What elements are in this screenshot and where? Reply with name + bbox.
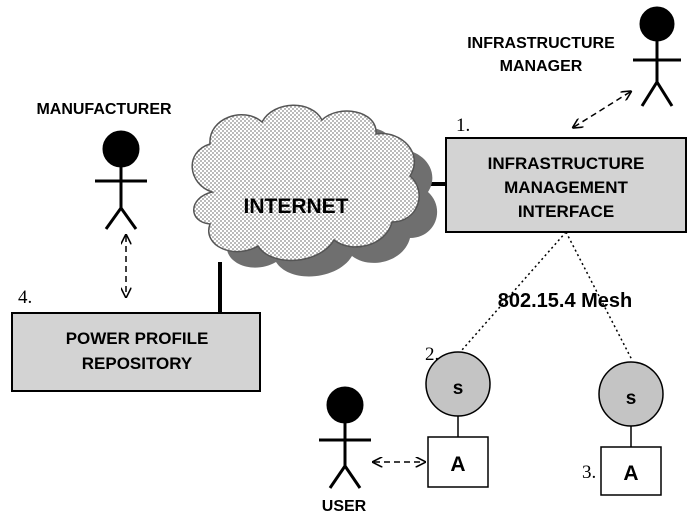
mesh-label: 802.15.4 Mesh [498,290,633,312]
sensor-node-2: s A [598,361,664,496]
infrastructure-interface-label: INFRASTRUCTURE MANAGEMENT INTERFACE [488,154,645,221]
text-line: MANAGEMENT [504,178,628,197]
manufacturer-actor [95,130,147,230]
sensor-node-1: s A [425,351,491,488]
sensor-label-2: s [626,388,637,409]
mesh-link-sensor-1 [461,231,567,351]
sensor-circle-1 [425,351,491,417]
actuator-label-2: A [623,462,638,485]
user-actor [319,386,371,489]
actuator-label-1: A [450,453,465,476]
cloud-label: INTERNET [244,195,349,218]
actuator-box-2 [600,446,662,496]
person-head-icon [102,130,140,168]
sensor-node-1-number: 2. [425,344,439,365]
text-line: INFRASTRUCTURE [488,154,645,173]
sensor-label-1: s [453,378,464,399]
text-line: REPOSITORY [82,354,193,373]
infrastructure-manager-actor [633,6,681,107]
power-profile-repository-number: 4. [18,287,32,308]
sensor-circle-2 [598,361,664,427]
sensor-node-2-number: 3. [582,462,596,483]
power-profile-repository-label: POWER PROFILE REPOSITORY [66,329,209,373]
text-line: MANAGER [500,58,583,75]
person-head-icon [326,386,364,424]
infrastructure-interface-number: 1. [456,115,470,136]
power-profile-repository-box: POWER PROFILE REPOSITORY [11,312,261,392]
manufacturer-label: MANUFACTURER [36,101,172,118]
infrastructure-interface-box: INFRASTRUCTURE MANAGEMENT INTERFACE [445,137,687,233]
actuator-box-1 [427,436,489,488]
text-line: POWER PROFILE [66,329,209,348]
text-line: INFRASTRUCTURE [467,35,615,52]
infrastructure-manager-label: INFRASTRUCTURE MANAGER [467,35,615,75]
person-head-icon [639,6,675,42]
cloud-body [191,104,420,262]
mesh-link-sensor-2 [565,231,633,361]
internet-cloud: INTERNET [191,104,438,277]
user-label: USER [322,498,367,515]
manager-arrow [574,92,630,127]
text-line: INTERFACE [518,202,614,221]
